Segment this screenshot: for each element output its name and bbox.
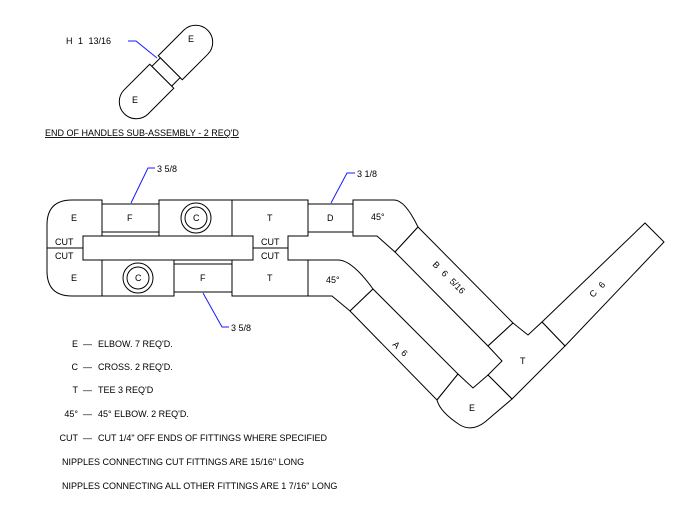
note-extra: NIPPLES CONNECTING CUT FITTINGS ARE 15/1…	[62, 457, 304, 467]
note-text: CROSS. 2 REQ'D.	[98, 362, 173, 372]
main-assembly	[46, 199, 665, 429]
label-nipple-f: F	[127, 213, 133, 223]
label-elbow45: 45°	[371, 212, 385, 222]
label-tee: T	[520, 356, 526, 366]
lower-elbow-label: E	[132, 95, 138, 105]
elbow45-top	[352, 199, 419, 253]
note-text: 45° ELBOW. 2 REQ'D.	[98, 409, 189, 419]
subassembly-title: END OF HANDLES SUB-ASSEMBLY - 2 REQ'D	[45, 128, 239, 138]
label-nipple-d: D	[327, 213, 334, 223]
label-nipple-f: F	[200, 273, 206, 283]
label-elbow: E	[71, 213, 77, 223]
note-key: T	[73, 385, 79, 395]
label-cut: CUT	[55, 237, 74, 247]
nipple-f-bottom	[173, 263, 233, 293]
label-elbow: E	[469, 403, 475, 413]
elbow-bottom-right	[436, 373, 513, 429]
cross-top	[158, 199, 233, 237]
note-key: 45°	[64, 409, 78, 419]
note-dash: —	[83, 409, 92, 419]
note-dash: —	[83, 385, 92, 395]
leader-bottom-f	[202, 292, 229, 328]
cross-bottom-outer-circle	[122, 262, 154, 294]
label-elbow: E	[71, 273, 77, 283]
leader-d	[330, 172, 355, 204]
label-cut: CUT	[261, 251, 280, 261]
label-cut: CUT	[55, 251, 74, 261]
dimension-bottom-f: 3 5/8	[231, 323, 251, 333]
note-text: CUT 1/4" OFF ENDS OF FITTINGS WHERE SPEC…	[98, 433, 328, 443]
note-key: CUT	[60, 433, 79, 443]
note-key: E	[72, 339, 78, 349]
cross-bottom-inner-circle	[126, 266, 150, 290]
cross-bottom	[101, 259, 175, 297]
upper-elbow-label: E	[188, 34, 194, 44]
label-cut: CUT	[261, 237, 280, 247]
nipple-cut-left	[82, 235, 254, 261]
legend-notes: E — ELBOW. 7 REQ'D. C — CROSS. 2 REQ'D. …	[60, 339, 338, 491]
cross-top-outer-circle	[180, 202, 212, 234]
nipple-h-leader	[128, 40, 158, 59]
label-cross: C	[135, 273, 142, 283]
note-extra: NIPPLES CONNECTING ALL OTHER FITTINGS AR…	[62, 481, 337, 491]
nipple-h-label: H 1 13/16	[66, 36, 111, 46]
tee-right	[487, 321, 566, 400]
note-text: TEE 3 REQ'D	[98, 385, 154, 395]
dimension-top-f: 3 5/8	[157, 164, 177, 174]
nipple-f-top	[101, 203, 160, 233]
label-elbow45: 45°	[326, 275, 340, 285]
label-tee: T	[267, 273, 273, 283]
upper-elbow	[157, 24, 214, 81]
note-dash: —	[83, 339, 92, 349]
cross-top-inner-circle	[184, 206, 208, 230]
label-cross: C	[193, 213, 200, 223]
dimension-d: 3 1/8	[357, 169, 377, 179]
elbow45-bottom	[307, 259, 374, 312]
note-dash: —	[83, 362, 92, 372]
label-tee: T	[267, 213, 273, 223]
note-text: ELBOW. 7 REQ'D.	[98, 339, 173, 349]
note-key: C	[72, 362, 79, 372]
lower-elbow	[118, 63, 175, 120]
note-dash: —	[83, 433, 92, 443]
handle-subassembly	[118, 24, 214, 120]
leader-top-f	[130, 167, 155, 204]
